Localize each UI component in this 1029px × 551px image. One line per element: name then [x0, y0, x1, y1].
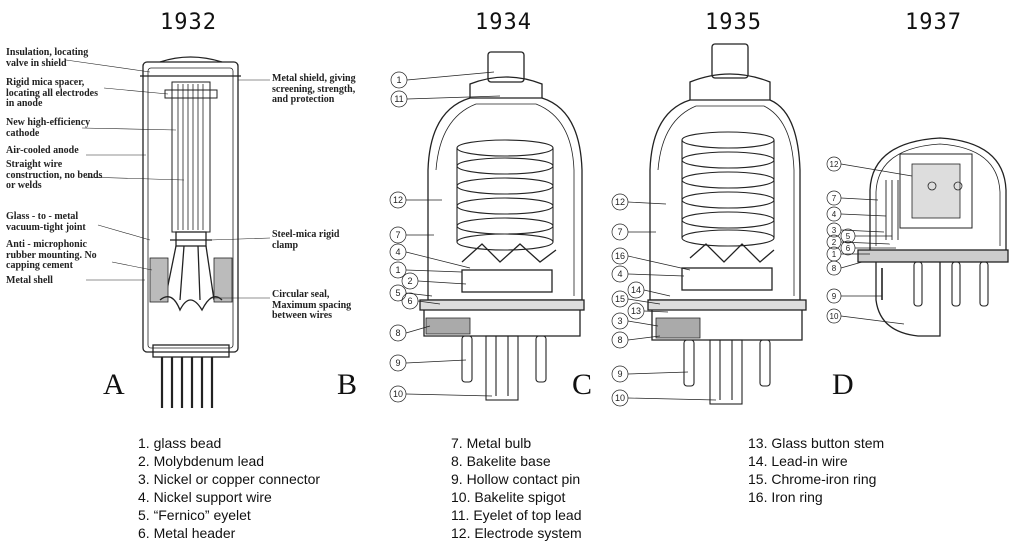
callout-c-10: 10	[615, 393, 625, 403]
legend-item: 2. Molybdenum lead	[138, 453, 265, 469]
callout-d-2: 2	[832, 238, 837, 247]
panel-letter-c: C	[572, 368, 593, 401]
callout-b-4: 4	[395, 247, 400, 257]
callout-c-13: 13	[631, 306, 641, 316]
callout-c-4: 4	[617, 269, 622, 279]
callout-d-10: 10	[830, 312, 839, 321]
callout-d-4: 4	[832, 210, 837, 219]
year-label-b: 1934	[475, 10, 532, 35]
legend-item: 3. Nickel or copper connector	[138, 471, 321, 487]
annotation-rubber-mounting: Anti - microphonic rubber mounting. No c…	[6, 239, 97, 271]
legend-item: 5. “Fernico” eyelet	[138, 507, 251, 523]
legend-item: 1. glass bead	[138, 435, 222, 451]
legend-item: 15. Chrome-iron ring	[748, 471, 877, 487]
legend-item: 11. Eyelet of top lead	[451, 507, 582, 523]
legend-item: 4. Nickel support wire	[138, 489, 272, 505]
callout-d-6: 6	[846, 244, 851, 253]
annotation-steel-mica-clamp: Steel-mica rigid clamp	[272, 229, 340, 251]
callout-c-8: 8	[617, 335, 622, 345]
year-label-c: 1935	[705, 10, 762, 35]
legend-column-2: 7. Metal bulb 8. Bakelite base 9. Hollow…	[451, 434, 582, 542]
callout-d-1: 1	[832, 250, 837, 259]
callout-c-7: 7	[617, 227, 622, 237]
year-label-a: 1932	[160, 10, 217, 35]
callout-d-9: 9	[832, 292, 837, 301]
callout-d-7: 7	[832, 194, 837, 203]
annotation-air-cooled-anode: Air-cooled anode	[6, 145, 79, 156]
callout-b-5: 5	[395, 288, 400, 298]
legend-item: 10. Bakelite spigot	[451, 489, 566, 505]
annotation-metal-shell: Metal shell	[6, 275, 53, 286]
annotation-mica-spacer: Rigid mica spacer, locating all electrod…	[6, 77, 99, 109]
legend-item: 13. Glass button stem	[748, 435, 885, 451]
callout-b-6: 6	[407, 296, 412, 306]
callout-b-7: 7	[395, 230, 400, 240]
valve-d-drawing: 12 7 4 3 2 1 5 6 8 9 10	[826, 137, 1009, 337]
legend-item: 14. Lead-in wire	[748, 453, 848, 469]
legend-item: 9. Hollow contact pin	[451, 471, 581, 487]
panel-letter-a: A	[103, 368, 125, 401]
legend-item: 6. Metal header	[138, 525, 236, 541]
legend-item: 8. Bakelite base	[451, 453, 551, 469]
annotation-circular-seal: Circular seal, Maximum spacing between w…	[272, 289, 352, 321]
panel-letter-d: D	[832, 368, 854, 401]
callout-c-3: 3	[617, 316, 622, 326]
legend-item: 16. Iron ring	[748, 489, 823, 505]
callout-c-9: 9	[617, 369, 622, 379]
callout-c-16: 16	[615, 251, 625, 261]
legend-column-3: 13. Glass button stem 14. Lead-in wire 1…	[748, 434, 884, 506]
callout-c-15: 15	[615, 294, 625, 304]
callout-b-11: 11	[394, 94, 403, 104]
callout-b-12: 12	[393, 195, 403, 205]
legend-column-1: 1. glass bead 2. Molybdenum lead 3. Nick…	[138, 434, 320, 542]
callout-b-1: 1	[396, 75, 401, 85]
callout-d-8: 8	[832, 264, 837, 273]
callout-b-9: 9	[395, 358, 400, 368]
annotation-cathode: New high-efficiency cathode	[6, 117, 91, 139]
callout-b-10: 10	[393, 389, 403, 399]
valve-b-drawing: 1 11 12 7 4 1 2 5 6 8 9 10	[389, 51, 585, 403]
valve-a-drawing	[65, 56, 271, 408]
panel-letter-b: B	[337, 368, 358, 401]
valve-c-drawing: 12 7 16 4 14 15 13 3 8 9 10	[611, 43, 807, 407]
annotation-straight-wire: Straight wire construction, no bends or …	[6, 159, 103, 191]
legend-item: 12. Electrode system	[451, 525, 582, 541]
annotation-insulation: Insulation, locating valve in shield	[6, 47, 89, 69]
callout-b-8: 8	[395, 328, 400, 338]
callout-d-12: 12	[830, 160, 839, 169]
callout-b-2: 2	[407, 276, 412, 286]
callout-d-3: 3	[832, 226, 837, 235]
callout-b-1b: 1	[395, 265, 400, 275]
legend-item: 7. Metal bulb	[451, 435, 532, 451]
annotation-metal-shield: Metal shield, giving screening, strength…	[272, 73, 356, 105]
year-label-d: 1937	[905, 10, 962, 35]
callout-d-5: 5	[846, 232, 851, 241]
callout-c-12: 12	[615, 197, 625, 207]
annotation-glass-metal-joint: Glass - to - metal vacuum-tight joint	[6, 211, 86, 233]
callout-c-14: 14	[631, 285, 641, 295]
